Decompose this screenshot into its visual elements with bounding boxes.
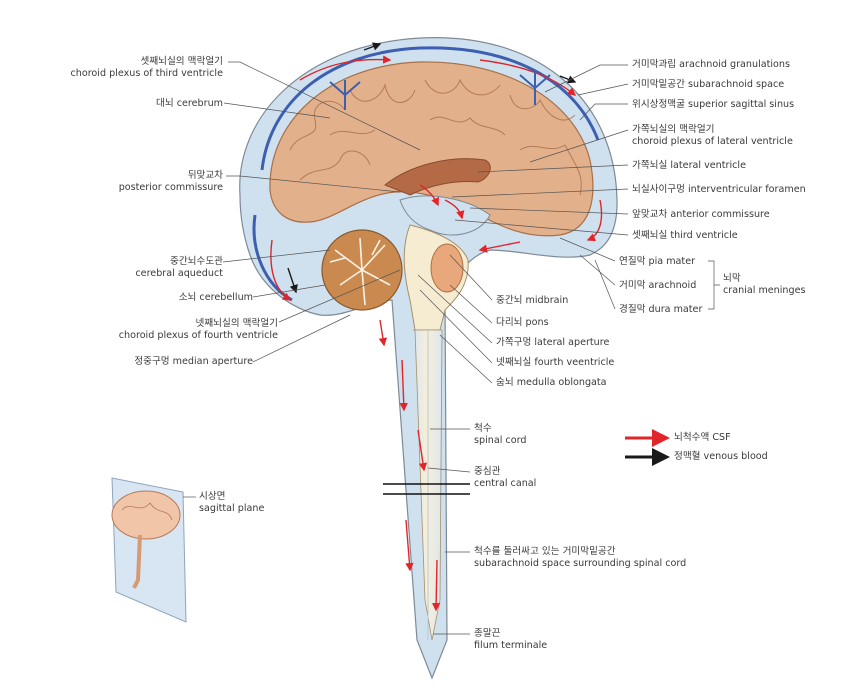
label-pia-mater: 연질막 pia mater	[619, 256, 696, 267]
label-lateral-aperture: 가쪽구멍 lateral aperture	[496, 337, 610, 348]
legend-venous-label: 정맥혈 venous blood	[674, 451, 768, 462]
label-pons: 다리뇌 pons	[496, 317, 549, 328]
label-cerebellum: 소뇌 cerebellum	[178, 292, 253, 303]
cerebrum	[269, 61, 594, 237]
cut-marks	[383, 483, 470, 495]
label-anterior-commissure: 앞맞교차 anterior commissure	[632, 209, 770, 220]
label-medulla-oblongata: 숨뇌 medulla oblongata	[496, 377, 607, 388]
label-superior-sagittal-sinus: 위시상정맥굴 superior sagittal sinus	[632, 99, 795, 110]
label-midbrain: 중간뇌 midbrain	[496, 295, 569, 306]
lateral-ventricle	[384, 158, 491, 196]
arachnoid-granulations	[329, 70, 551, 110]
pons	[430, 243, 464, 293]
label-arachnoid-granulations: 거미막과립 arachnoid granulations	[632, 59, 790, 70]
leader-lines	[222, 61, 720, 635]
label-cerebrum: 대뇌 cerebrum	[156, 98, 223, 109]
label-lateral-ventricle: 가쪽뇌실 lateral ventricle	[632, 160, 746, 171]
label-interventricular-foramen: 뇌실사이구멍 interventricular foramen	[632, 184, 806, 195]
label-subarachnoid-space: 거미막밑공간 subarachnoid space	[632, 79, 785, 90]
csf-arrows	[270, 55, 603, 612]
label-median-aperture: 정중구멍 median aperture	[134, 356, 253, 367]
inset-sagittal-plane	[111, 477, 196, 623]
gyri	[289, 78, 582, 196]
label-third-ventricle: 셋째뇌실 third ventricle	[632, 230, 738, 241]
label-fourth-ventricle: 넷째뇌실 fourth veentricle	[496, 357, 615, 368]
venous-arrows	[287, 42, 577, 294]
label-arachnoid: 거미막 arachnoid	[619, 280, 697, 291]
label-dura-mater: 경질막 dura mater	[619, 304, 703, 315]
legend-csf-label: 뇌척수액 CSF	[674, 432, 731, 443]
